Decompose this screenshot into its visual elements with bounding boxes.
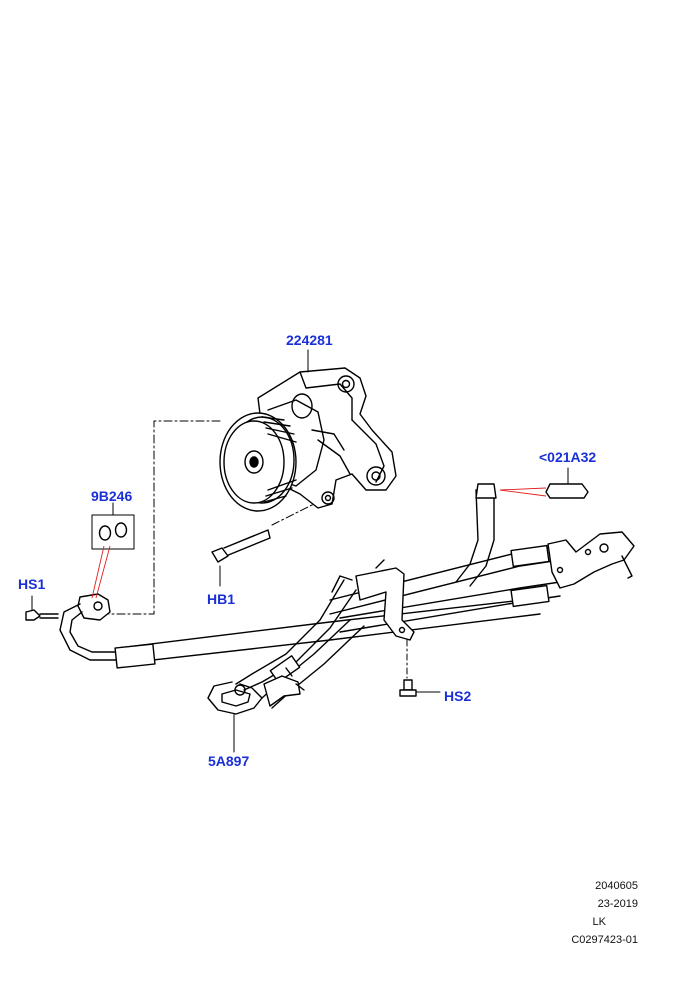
red-leaders [91,487,547,599]
hose-end-cap [545,467,589,499]
diagram-code: LK [592,916,606,928]
alignment-dashline [99,420,221,615]
diagram-reference: C0297423-01 [571,934,638,946]
callout-hb1[interactable]: HB1 [207,591,236,607]
pump-bolt [211,529,271,587]
callout-hs1[interactable]: HS1 [18,576,46,592]
diagram-date: 23-2019 [597,898,638,910]
callout-9b246[interactable]: 9B246 [91,488,133,504]
callout-hs2[interactable]: HS2 [444,688,472,704]
callout-021a32[interactable]: <021A32 [539,449,597,465]
callout-5a897[interactable]: 5A897 [208,753,250,769]
diagram-id: 2040605 [595,880,638,892]
callout-224281[interactable]: 224281 [286,332,333,348]
bolt-dashline [271,499,323,526]
o-ring-seals [91,502,135,550]
pressure-hose-assembly [25,483,635,753]
power-steering-pump [219,349,397,512]
